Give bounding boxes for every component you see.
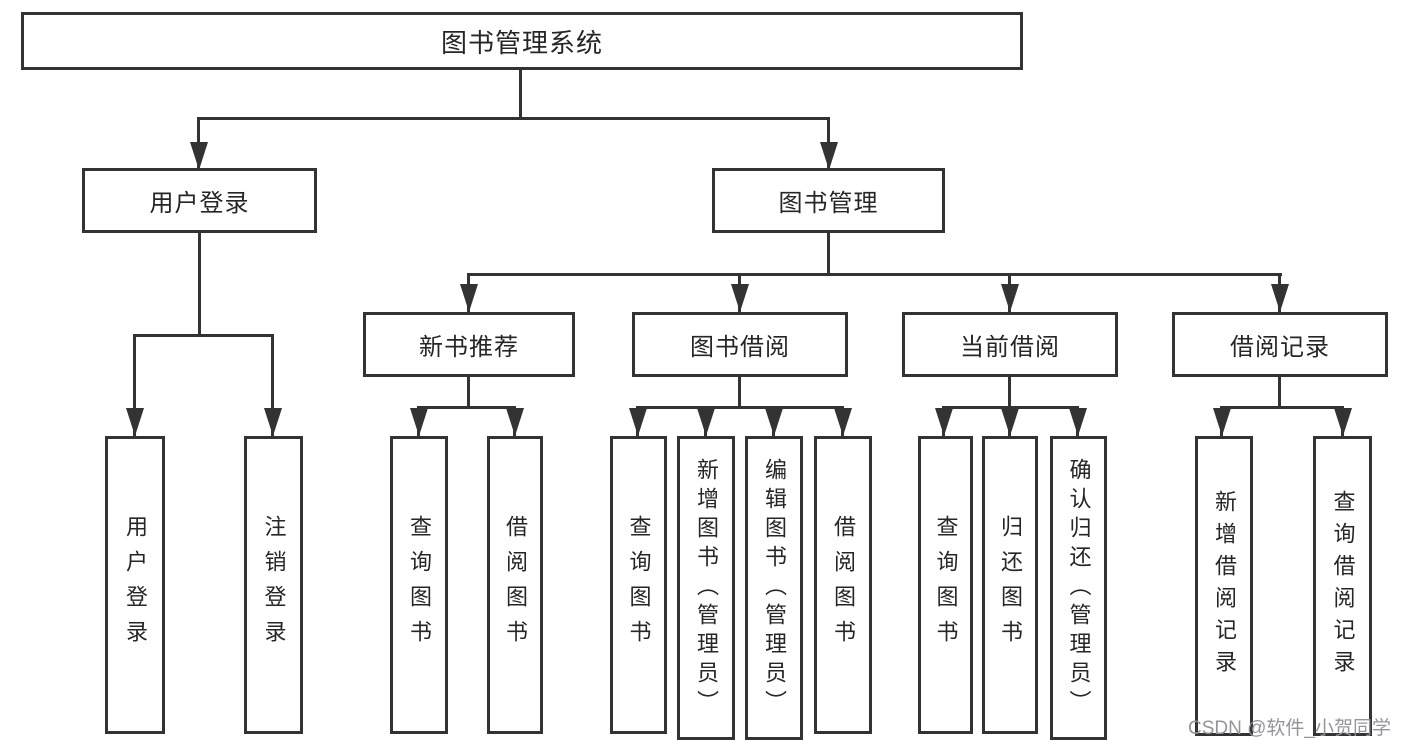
node-user-login-label: 用户登录 [149, 190, 250, 217]
node-book-borrow-label: 图书借阅 [690, 334, 790, 361]
csdn-watermark: CSDN @软件_小贺同学 [1188, 718, 1391, 739]
arrow-to-record-query [1341, 406, 1344, 436]
arrow-to-current-return [1008, 406, 1011, 436]
leaf-current-confirm-label: 确认归还（管理员） [1066, 457, 1092, 719]
arrow-to-record-add [1220, 406, 1223, 436]
leaf-current-query-label: 查询图书 [933, 515, 959, 655]
node-current-borrow-label: 当前借阅 [960, 334, 1060, 361]
leaf-logout: 注销登录 [244, 436, 303, 734]
node-book-mgmt: 图书管理 [712, 168, 945, 233]
arrow-to-book-borrow [738, 273, 741, 312]
arrow-to-newbook-borrow [513, 406, 516, 436]
leaf-current-return: 归还图书 [982, 436, 1038, 734]
leaf-record-query: 查询借阅记录 [1313, 436, 1372, 736]
node-user-login: 用户登录 [82, 168, 317, 233]
leaf-bookborrow-edit-label: 编辑图书（管理员） [762, 457, 787, 719]
connector-record-stem [1278, 377, 1281, 408]
arrow-to-new-book [467, 273, 470, 312]
arrow-to-current-query [942, 406, 945, 436]
connector-root-stem [519, 70, 522, 118]
node-root: 图书管理系统 [21, 12, 1023, 70]
node-new-book: 新书推荐 [363, 312, 575, 377]
arrow-to-bookborrow-query [636, 406, 639, 436]
leaf-logout-label: 注销登录 [261, 515, 287, 655]
node-new-book-label: 新书推荐 [419, 334, 519, 361]
connector-level2-branch [197, 117, 830, 120]
connector-userlogin-branch [134, 334, 274, 337]
leaf-bookborrow-query-label: 查询图书 [626, 515, 652, 655]
node-current-borrow: 当前借阅 [902, 312, 1118, 377]
leaf-newbook-query: 查询图书 [390, 436, 448, 734]
connector-record-branch [1222, 406, 1344, 409]
connector-userlogin-stem [198, 233, 201, 335]
leaf-newbook-query-label: 查询图书 [407, 515, 432, 655]
leaf-bookborrow-borrow: 借阅图书 [814, 436, 872, 734]
leaf-bookborrow-query: 查询图书 [610, 436, 667, 734]
node-root-label: 图书管理系统 [440, 27, 603, 58]
arrow-to-book-mgmt [827, 117, 830, 170]
arrow-to-borrow-record [1278, 273, 1281, 312]
node-book-mgmt-label: 图书管理 [778, 190, 879, 217]
connector-newbook-stem [467, 377, 470, 408]
leaf-bookborrow-add: 新增图书（管理员） [677, 436, 735, 740]
leaf-current-query: 查询图书 [918, 436, 973, 734]
arrow-to-bookborrow-borrow [841, 406, 844, 436]
leaf-record-query-label: 查询借阅记录 [1330, 490, 1356, 682]
arrow-to-leaf-login [133, 334, 136, 436]
node-borrow-record-label: 借阅记录 [1230, 334, 1330, 361]
leaf-bookborrow-borrow-label: 借阅图书 [831, 515, 856, 655]
connector-bookmgmt-stem [827, 233, 830, 274]
arrow-to-leaf-logout [271, 334, 274, 436]
arrow-to-user-login [197, 117, 200, 170]
arrow-to-bookborrow-edit [772, 406, 775, 436]
connector-bookborrow-stem [738, 377, 741, 408]
connector-bookborrow-branch [638, 406, 844, 409]
node-borrow-record: 借阅记录 [1172, 312, 1388, 377]
leaf-newbook-borrow: 借阅图书 [487, 436, 543, 734]
arrow-to-newbook-query [417, 406, 420, 436]
leaf-bookborrow-edit: 编辑图书（管理员） [745, 436, 803, 740]
leaf-newbook-borrow-label: 借阅图书 [503, 515, 528, 655]
leaf-user-login-label: 用户登录 [123, 515, 148, 655]
leaf-record-add: 新增借阅记录 [1195, 436, 1253, 736]
node-book-borrow: 图书借阅 [632, 312, 848, 377]
leaf-user-login: 用户登录 [105, 436, 165, 734]
connector-level3-branch [469, 273, 1282, 276]
leaf-record-add-label: 新增借阅记录 [1212, 490, 1237, 682]
leaf-current-confirm: 确认归还（管理员） [1050, 436, 1107, 740]
connector-current-stem [1008, 377, 1011, 408]
arrow-to-current-borrow [1008, 273, 1011, 312]
leaf-current-return-label: 归还图书 [998, 515, 1023, 655]
connector-newbook-branch [419, 406, 516, 409]
arrow-to-bookborrow-add [704, 406, 707, 436]
arrow-to-current-confirm [1076, 406, 1079, 436]
leaf-bookborrow-add-label: 新增图书（管理员） [694, 457, 719, 719]
